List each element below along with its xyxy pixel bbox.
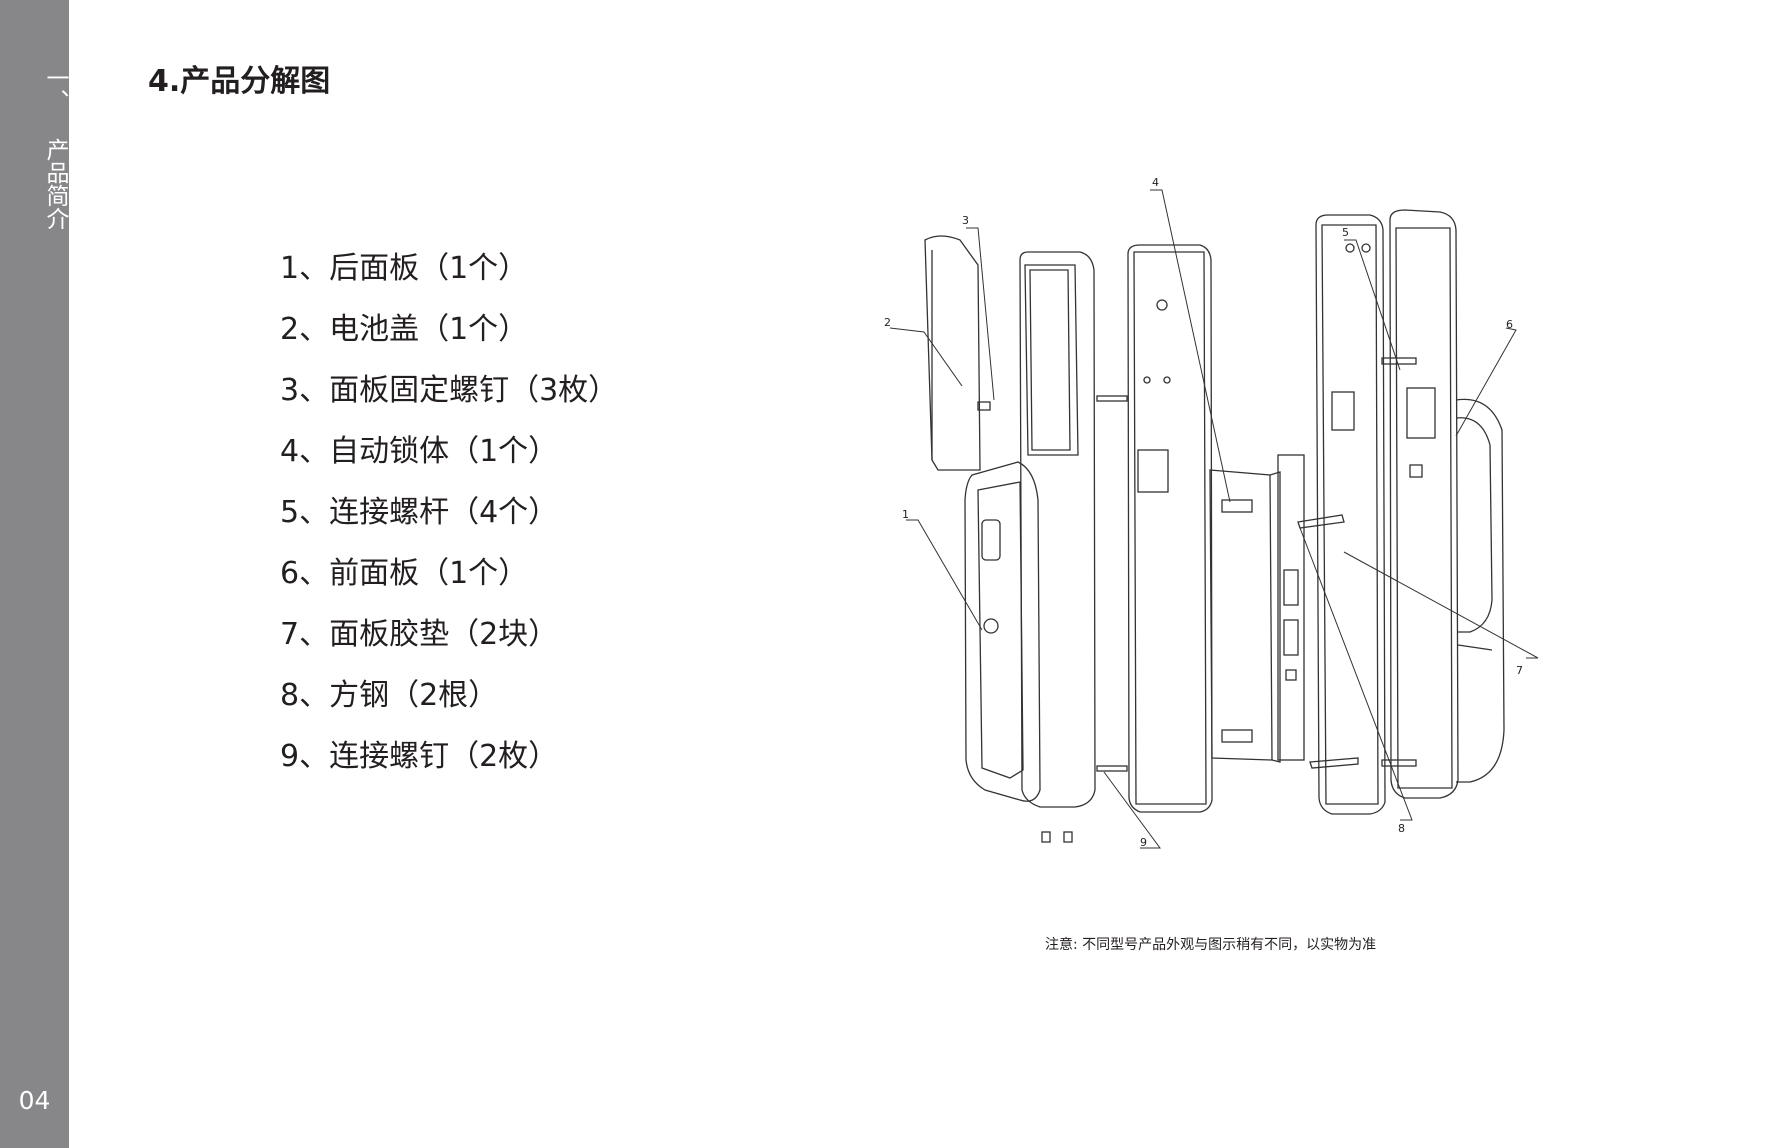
callout-label: 9 bbox=[1140, 836, 1147, 849]
front-handle bbox=[1455, 398, 1505, 783]
section-prefix: 一、 bbox=[42, 66, 68, 112]
lock-body bbox=[1209, 469, 1273, 761]
panel-screw bbox=[977, 401, 991, 411]
parts-list: 1、后面板（1个） 2、电池盖（1个） 3、面板固定螺钉（3枚） 4、自动锁体（… bbox=[280, 238, 618, 787]
connecting-rod bbox=[1381, 357, 1417, 365]
front-panel bbox=[1389, 209, 1459, 799]
callout-label: 8 bbox=[1398, 822, 1405, 835]
callout-label: 4 bbox=[1152, 176, 1159, 189]
page-number: 04 bbox=[18, 1086, 51, 1115]
list-item: 1、后面板（1个） bbox=[280, 251, 529, 286]
section-title: 一、 产品简介 bbox=[0, 66, 69, 230]
list-item: 4、自动锁体（1个） bbox=[280, 434, 559, 469]
list-item: 6、前面板（1个） bbox=[280, 556, 529, 591]
callout-label: 3 bbox=[962, 214, 969, 227]
square-spindle bbox=[1297, 514, 1345, 529]
list-item: 2、电池盖（1个） bbox=[280, 312, 529, 347]
list-item: 9、连接螺钉（2枚） bbox=[280, 739, 559, 774]
exploded-view-diagram: 2 3 1 4 5 6 7 8 9 bbox=[884, 176, 1539, 849]
back-panel bbox=[1019, 251, 1096, 808]
sidebar: 一、 产品简介 04 bbox=[0, 0, 69, 1148]
list-item: 3、面板固定螺钉（3枚） bbox=[280, 373, 619, 408]
connecting-screw bbox=[1096, 765, 1128, 772]
panel-gasket bbox=[1315, 214, 1386, 815]
lock-faceplate bbox=[1277, 454, 1305, 761]
battery-cover bbox=[924, 235, 981, 471]
panel-gasket bbox=[1127, 244, 1213, 813]
callout-label: 1 bbox=[902, 508, 909, 521]
connecting-rod bbox=[1381, 759, 1417, 767]
connecting-screw bbox=[1096, 395, 1128, 402]
list-item: 5、连接螺杆（4个） bbox=[280, 495, 559, 530]
callout-label: 5 bbox=[1342, 226, 1349, 239]
section-name: 产品简介 bbox=[42, 138, 68, 230]
callout-label: 7 bbox=[1516, 664, 1523, 677]
disclaimer-note: 注意: 不同型号产品外观与图示稍有不同，以实物为准 bbox=[1045, 937, 1377, 953]
back-handle bbox=[964, 461, 1041, 802]
callout-label: 2 bbox=[884, 316, 891, 329]
callout-label: 6 bbox=[1506, 318, 1513, 331]
square-spindle bbox=[1309, 757, 1359, 769]
page-heading: 4.产品分解图 bbox=[148, 64, 331, 99]
list-item: 8、方钢（2根） bbox=[280, 678, 499, 713]
list-item: 7、面板胶垫（2块） bbox=[280, 617, 559, 652]
